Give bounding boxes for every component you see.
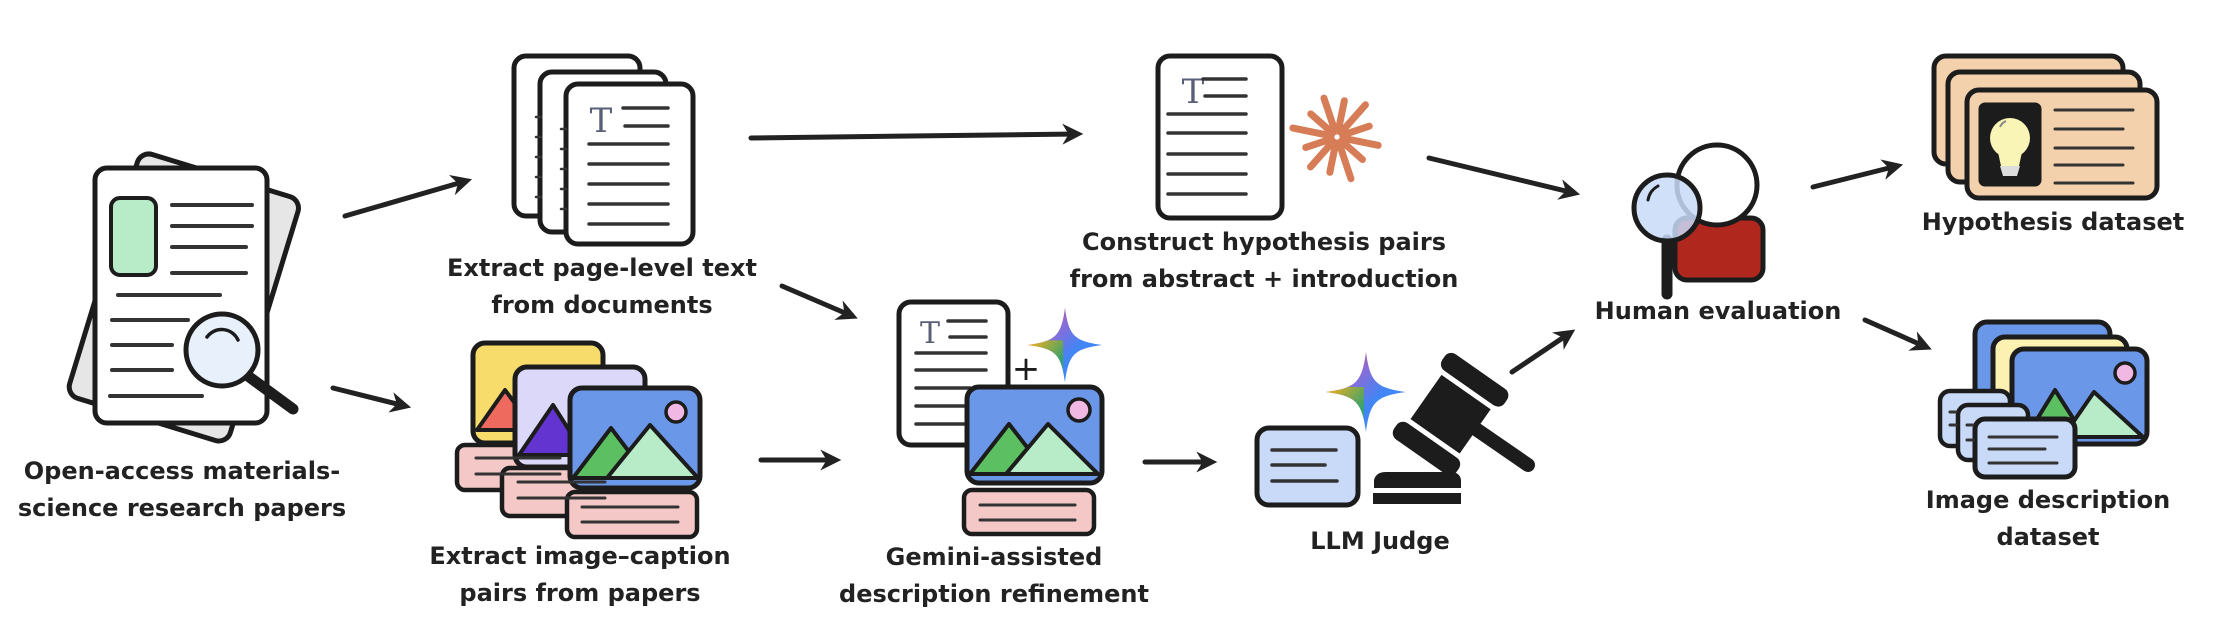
arrow-hypothesis-pairs-to-human-eval bbox=[1426, 155, 1581, 200]
label-image-dataset: Image description dataset bbox=[1926, 482, 2170, 556]
label-line: Image description bbox=[1925, 486, 2171, 514]
label-line: Gemini-assisted bbox=[885, 543, 1103, 571]
starburst-ray bbox=[1339, 134, 1382, 149]
label-human-evaluation: Human evaluation bbox=[1595, 293, 1842, 330]
label-line: from documents bbox=[491, 291, 713, 319]
label-line: dataset bbox=[1996, 523, 2100, 551]
starburst-ray bbox=[1320, 94, 1339, 135]
starburst-icon bbox=[1289, 94, 1382, 183]
starburst-ray bbox=[1307, 110, 1337, 137]
image-card-stack-icon bbox=[1937, 319, 2150, 480]
starburst-ray bbox=[1337, 137, 1366, 164]
starburst-ray bbox=[1307, 137, 1337, 171]
starburst-ray bbox=[1289, 124, 1335, 140]
label-line: Extract image–caption bbox=[429, 542, 731, 570]
arrow-human-eval-to-image-dataset bbox=[1862, 317, 1932, 351]
arrow-source-to-extract-images bbox=[330, 385, 412, 413]
gemini-sparkle-icon bbox=[1326, 352, 1406, 432]
label-llm-judge: LLM Judge bbox=[1310, 523, 1449, 560]
starburst-ray bbox=[1337, 101, 1369, 137]
label-line: Construct hypothesis pairs bbox=[1081, 228, 1447, 256]
starburst-ray bbox=[1334, 97, 1348, 135]
label-hypothesis-pairs: Construct hypothesis pairs from abstract… bbox=[1070, 224, 1459, 298]
arrow-human-eval-to-hypothesis-dataset bbox=[1810, 159, 1904, 190]
label-gemini-refinement: Gemini-assisted description refinement bbox=[839, 539, 1149, 613]
person-magnifier-icon bbox=[1631, 142, 1766, 300]
starburst-ray bbox=[1326, 139, 1340, 176]
label-line: description refinement bbox=[839, 580, 1149, 608]
label-line: Hypothesis dataset bbox=[1921, 208, 2185, 236]
document-with-magnifier-icon bbox=[66, 151, 301, 444]
starburst-ray bbox=[1302, 135, 1335, 151]
arrow-extract-text-to-hypothesis-pairs bbox=[748, 123, 1084, 145]
svg-text:T: T bbox=[920, 316, 940, 351]
starburst-ray bbox=[1335, 139, 1355, 183]
label-extract-text: Extract page-level text from documents bbox=[447, 250, 757, 324]
text-document-stack-icon: T bbox=[511, 53, 696, 247]
arrow-llm-judge-to-human-eval bbox=[1509, 329, 1576, 375]
label-line: pairs from papers bbox=[459, 579, 701, 607]
arrow-extract-text-to-gemini bbox=[779, 283, 858, 320]
image-caption-stack-icon bbox=[454, 340, 703, 540]
starburst-ray bbox=[1339, 122, 1373, 139]
lightbulb-card-stack-icon bbox=[1931, 53, 2160, 201]
document-starburst-icon: T bbox=[1155, 53, 1382, 221]
arrow-source-to-extract-text bbox=[342, 174, 473, 219]
label-line: Human evaluation bbox=[1594, 297, 1842, 325]
label-line: from abstract + introduction bbox=[1069, 265, 1459, 293]
label-extract-images: Extract image–caption pairs from papers bbox=[429, 538, 730, 612]
label-line: Open-access materials- bbox=[23, 457, 341, 485]
label-line: Extract page-level text bbox=[447, 254, 757, 282]
svg-text:T: T bbox=[590, 101, 613, 141]
label-source-papers: Open-access materials- science research … bbox=[18, 453, 346, 527]
svg-text:T: T bbox=[1182, 72, 1205, 112]
label-line: LLM Judge bbox=[1310, 527, 1450, 555]
label-hypothesis-dataset: Hypothesis dataset bbox=[1922, 204, 2184, 241]
plus-symbol: + bbox=[1012, 349, 1041, 389]
edge-arrows bbox=[330, 123, 1932, 473]
gemini-refinement-icon: T bbox=[896, 299, 1105, 537]
gavel-icon bbox=[1373, 352, 1535, 504]
label-line: science research papers bbox=[17, 494, 347, 522]
llm-judge-icon bbox=[1254, 350, 1535, 508]
